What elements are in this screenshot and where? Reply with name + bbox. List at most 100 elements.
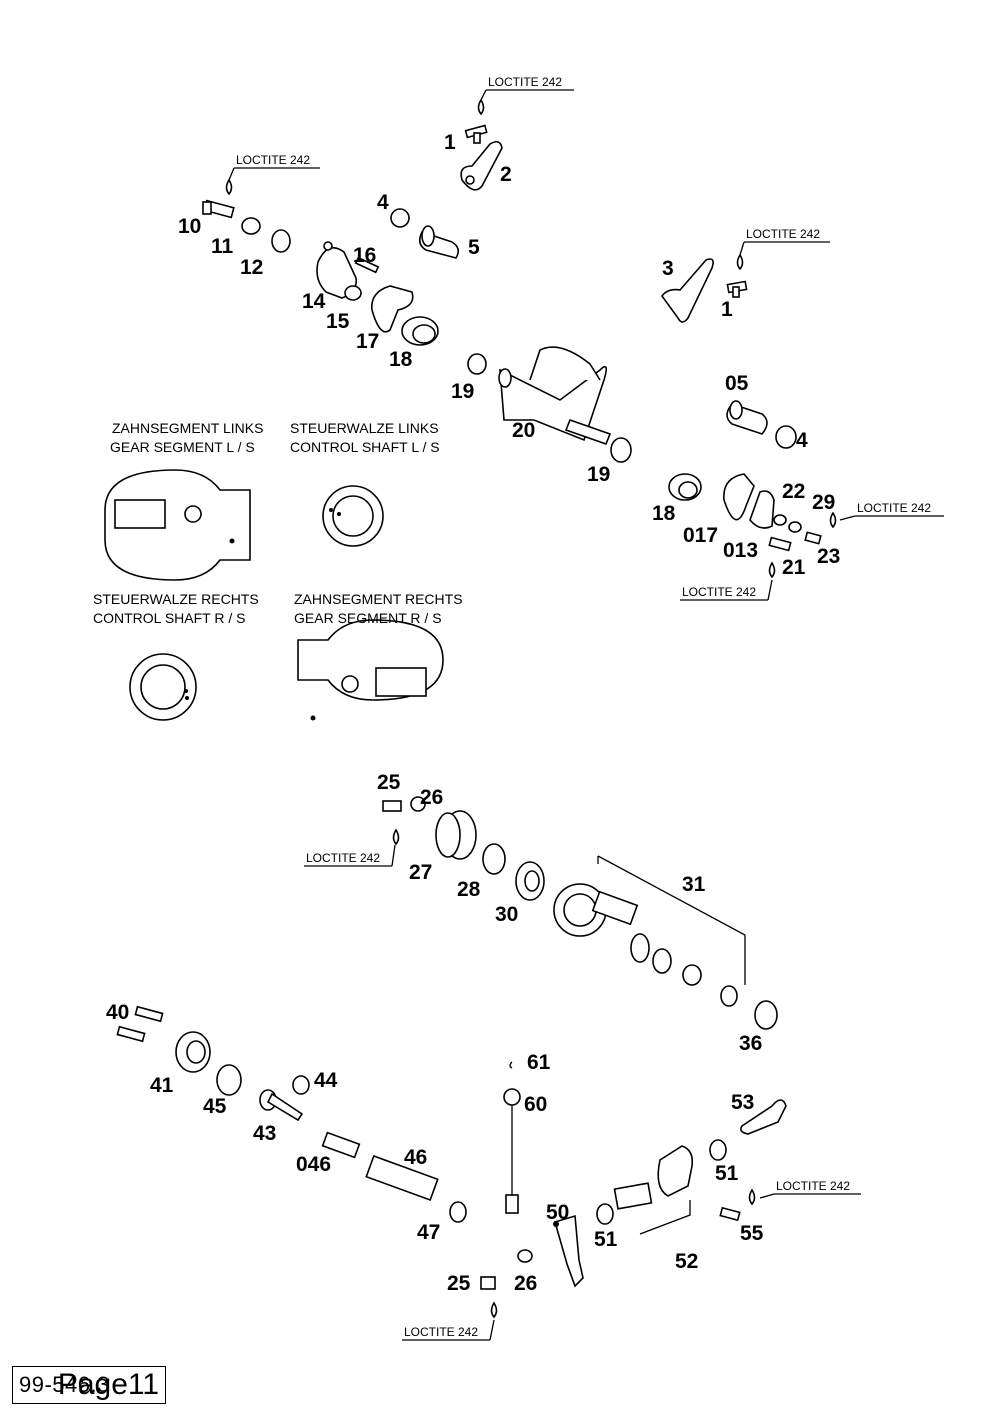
washer-51a [709, 1139, 727, 1161]
part-number: 45 [203, 1095, 227, 1118]
linkage-60 [503, 1088, 521, 1214]
ratchet-27 [435, 810, 477, 860]
o-ring-19b [610, 437, 632, 463]
part-number: 14 [302, 290, 326, 313]
part-number: 4 [377, 191, 389, 214]
loctite-callout-21: LOCTITE 242 [680, 561, 776, 601]
stop-47 [449, 1201, 467, 1223]
part-number: 11 [211, 235, 234, 258]
drop-icon [490, 1301, 498, 1319]
loctite-callout-55: LOCTITE 242 [748, 1179, 861, 1206]
part-number: 4 [796, 429, 808, 452]
screw-25b [480, 1276, 496, 1290]
part-number: 2 [500, 163, 512, 186]
part-number: 15 [326, 310, 350, 333]
part-number: 51 [594, 1228, 618, 1251]
part-number: 5 [468, 236, 480, 259]
lever-53 [740, 1099, 787, 1135]
part-number: 25 [377, 771, 401, 794]
part-number: 3 [662, 257, 674, 280]
part-number: 51 [715, 1162, 739, 1185]
control-shaft-left-drawing [322, 485, 384, 547]
part-number: 046 [296, 1153, 331, 1176]
part-number: 53 [731, 1091, 754, 1114]
clip-61 [509, 1061, 513, 1069]
bracket-52 [639, 1200, 691, 1235]
o-ring-44 [292, 1075, 310, 1095]
screw-23 [804, 531, 822, 545]
washer-51b [596, 1203, 614, 1225]
part-number: 20 [512, 419, 535, 442]
loctite-callout-10: LOCTITE 242 [225, 153, 320, 196]
bearing-36 [754, 1000, 778, 1030]
control-shaft-right-drawing [129, 653, 197, 721]
washer-15 [344, 285, 362, 301]
part-number: 28 [457, 878, 481, 901]
spring-046 [321, 1131, 361, 1159]
part-number: 21 [782, 556, 806, 579]
loctite-label: LOCTITE 242 [776, 1179, 850, 1193]
drop-icon [768, 561, 776, 579]
lever-50 [553, 1214, 584, 1288]
bracket-31 [597, 855, 746, 985]
washer-26b [517, 1249, 533, 1263]
drop-icon [225, 178, 233, 196]
bearing-30 [515, 861, 545, 901]
caption-gear-segment-left-en: GEAR SEGMENT L / S [110, 439, 255, 455]
part-number: 27 [409, 861, 432, 884]
part-number: 31 [682, 873, 706, 896]
loctite-label: LOCTITE 242 [404, 1325, 478, 1339]
bushing-18b [668, 473, 702, 501]
lever-2 [460, 140, 503, 191]
loctite-callout-25: LOCTITE 242 [304, 828, 400, 867]
loctite-callout-top: LOCTITE 242 [477, 75, 574, 116]
gear-segment-left-drawing [104, 469, 251, 581]
part-number: 41 [150, 1074, 174, 1097]
screw-10 [202, 199, 235, 219]
washer-28 [482, 843, 506, 875]
part-number: 23 [817, 545, 840, 568]
part-number: 18 [389, 348, 413, 371]
screw-1b [726, 280, 748, 298]
drop-icon [748, 1188, 756, 1206]
screw-40b [116, 1025, 146, 1043]
part-number: 19 [451, 380, 474, 403]
gear-segment-017 [723, 473, 755, 521]
caption-gear-segment-left-de: ZAHNSEGMENT LINKS [112, 420, 263, 436]
part-number: 36 [739, 1032, 762, 1055]
loctite-callout-1b: LOCTITE 242 [736, 227, 830, 271]
screw-40a [134, 1005, 164, 1023]
part-number: 26 [420, 786, 443, 809]
washer-29 [788, 521, 802, 533]
lever-3 [661, 258, 714, 323]
part-number: 52 [675, 1250, 698, 1273]
loctite-callout-23: LOCTITE 242 [829, 501, 944, 529]
drop-icon [829, 511, 837, 529]
part-number: 46 [404, 1146, 427, 1169]
part-number: 12 [240, 256, 263, 279]
washer-26a [410, 796, 426, 812]
housing-41 [175, 1031, 211, 1073]
washer-22 [773, 514, 787, 526]
gear-segment-right-drawing [297, 619, 444, 721]
page-footer: 99-546.3 Page11 [12, 1366, 167, 1404]
gear-segment-17 [371, 285, 414, 333]
spring-46 [365, 1155, 439, 1201]
drop-icon [736, 253, 744, 271]
part-number: 017 [683, 524, 718, 547]
bushing-18a [401, 316, 439, 346]
shaft-05 [726, 400, 768, 435]
part-number: 61 [527, 1051, 551, 1074]
o-ring-4b [775, 425, 797, 449]
loctite-label: LOCTITE 242 [857, 501, 931, 515]
part-number: 55 [740, 1222, 764, 1245]
shaft-43 [259, 1089, 304, 1122]
part-number: 22 [782, 480, 805, 503]
part-number: 43 [253, 1122, 276, 1145]
document-code: 99-546.3 [19, 1372, 110, 1397]
screw-55 [719, 1206, 741, 1222]
part-number: 26 [514, 1272, 537, 1295]
o-ring-19a [467, 353, 487, 375]
selector-52 [613, 1145, 694, 1210]
